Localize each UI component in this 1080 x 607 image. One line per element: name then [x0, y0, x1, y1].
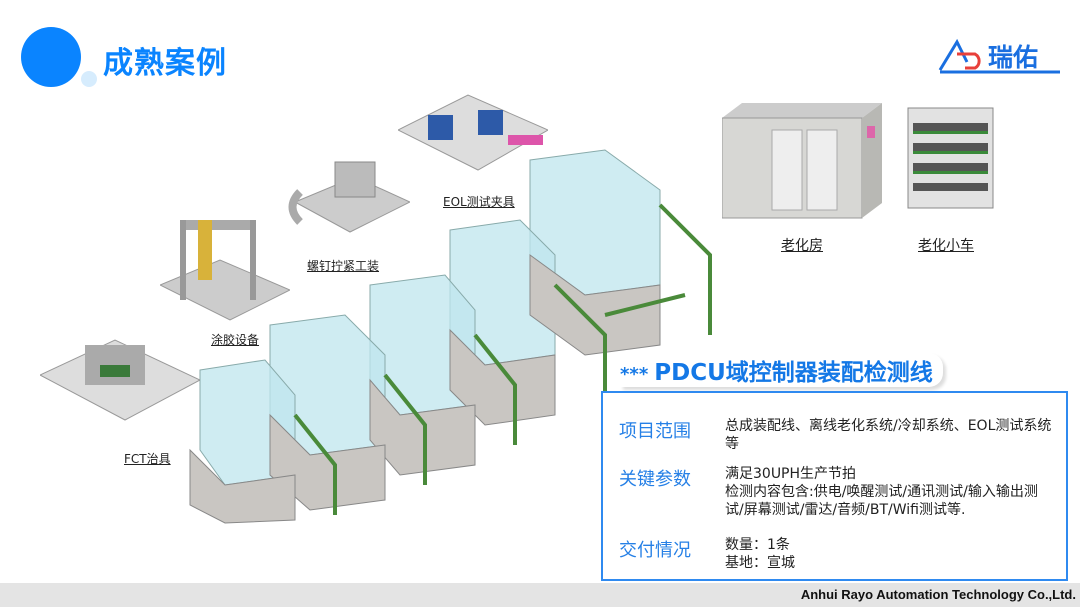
aging-cart-image [907, 107, 994, 209]
project-headline: ***PDCU域控制器装配检测线 [620, 353, 943, 387]
screw-fixture-image [288, 161, 410, 233]
company-logo-icon [938, 38, 1060, 74]
decor-circle-large [21, 27, 81, 87]
company-name: Anhui Rayo Automation Technology Co.,Ltd… [800, 587, 1076, 602]
info-value: 数量：1条 基地：宣城 [725, 537, 795, 571]
info-value: 满足30UPH生产节拍 检测内容包含:供电/唤醒测试/通讯测试/输入输出测试/屏… [725, 466, 1038, 518]
aging-room-image [722, 103, 882, 219]
info-key: 关键参数 [619, 469, 691, 490]
project-info-box: 项目范围 总成装配线、离线老化系统/冷却系统、EOL测试系统等 关键参数 满足3… [601, 391, 1068, 581]
eol-fixture-image [398, 94, 548, 171]
glue-machine-image [160, 220, 290, 321]
headline-stars: *** [620, 364, 649, 385]
label-fct-fixture: FCT治具 [124, 452, 171, 466]
label-eol-fixture: EOL测试夹具 [443, 195, 515, 209]
fct-fixture-image [40, 339, 200, 421]
project-name: PDCU域控制器装配检测线 [654, 360, 933, 386]
info-row-parameters: 关键参数 满足30UPH生产节拍 检测内容包含:供电/唤醒测试/通讯测试/输入输… [619, 465, 1055, 519]
label-aging-room: 老化房 [781, 238, 823, 254]
label-glue-machine: 涂胶设备 [211, 333, 260, 347]
info-value: 总成装配线、离线老化系统/冷却系统、EOL测试系统等 [725, 418, 1052, 452]
page-title: 成熟案例 [103, 46, 227, 81]
info-row-delivery: 交付情况 数量：1条 基地：宣城 [619, 536, 1055, 572]
decor-circle-small [81, 71, 97, 87]
info-key: 交付情况 [619, 540, 691, 561]
assembly-line-illustration [189, 149, 712, 524]
logo-text: 瑞佑 [988, 43, 1039, 72]
footer-bar: Anhui Rayo Automation Technology Co.,Ltd… [0, 583, 1080, 607]
label-aging-cart: 老化小车 [918, 238, 974, 254]
info-key: 项目范围 [619, 421, 691, 442]
info-row-scope: 项目范围 总成装配线、离线老化系统/冷却系统、EOL测试系统等 [619, 417, 1055, 453]
label-screw-fixture: 螺钉拧紧工装 [307, 259, 380, 273]
